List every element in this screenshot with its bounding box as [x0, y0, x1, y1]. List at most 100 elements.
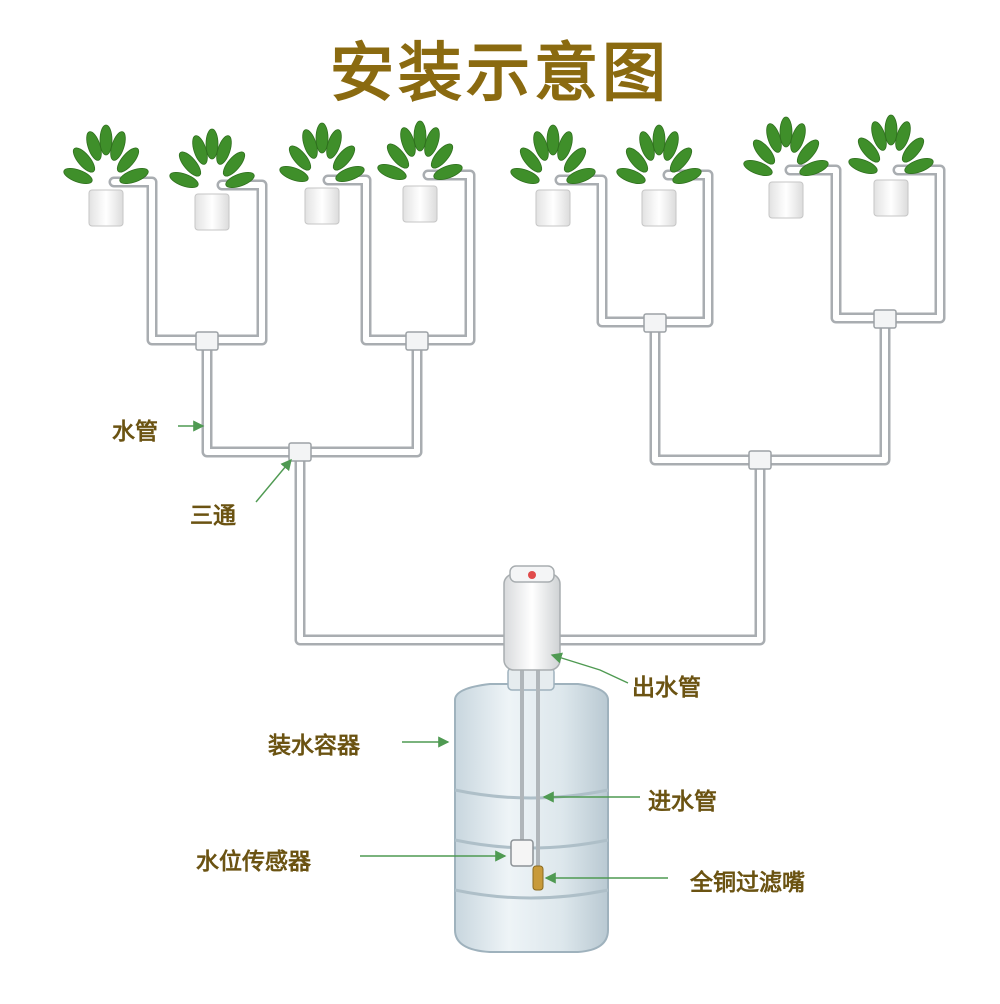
leaf-icon — [563, 147, 587, 173]
potted-plant — [510, 124, 596, 227]
flower-pot — [873, 179, 909, 217]
pump-and-water-bottle — [454, 565, 609, 953]
leaf-icon — [430, 143, 454, 169]
leaf-icon — [332, 145, 356, 171]
leaf-icon — [222, 151, 246, 177]
leaf-icon — [86, 131, 102, 161]
leaf-icon — [116, 147, 140, 173]
label-container: 装水容器 — [268, 732, 360, 759]
flower-pot — [402, 185, 438, 223]
tee-connector — [405, 331, 429, 351]
leaf-icon — [663, 131, 679, 161]
tee-connector — [748, 450, 772, 470]
leader-outlet-pipe — [550, 652, 629, 684]
leaf-icon — [672, 167, 702, 185]
label-copper-filter: 全铜过滤嘴 — [690, 869, 805, 896]
leaf-icon — [546, 124, 560, 156]
leaf-icon — [386, 143, 410, 169]
leaf-icon — [413, 120, 427, 152]
leaf-icon — [904, 157, 934, 175]
leaf-icon — [119, 167, 149, 185]
leaf-icon — [779, 116, 793, 148]
potted-plant — [169, 128, 255, 231]
leaf-icon — [216, 135, 232, 165]
copper-filter-tip — [532, 865, 544, 891]
leaf-icon — [326, 129, 342, 159]
leaf-icon — [625, 147, 649, 173]
leaf-icon — [519, 147, 543, 173]
flower-pot — [768, 181, 804, 219]
tee-connector — [195, 331, 219, 351]
leaf-icon — [639, 131, 655, 161]
leaf-icon — [510, 167, 540, 185]
leaf-icon — [63, 167, 93, 185]
leaf-icon — [901, 137, 925, 163]
label-inlet-pipe: 进水管 — [648, 788, 717, 815]
power-button-icon — [528, 571, 536, 579]
label-tee: 三通 — [190, 502, 236, 529]
leaf-icon — [315, 122, 329, 154]
leaf-icon — [192, 135, 208, 165]
leaf-icon — [669, 147, 693, 173]
tee-connector — [873, 309, 897, 329]
flower-pot — [88, 189, 124, 227]
potted-plant — [63, 124, 149, 227]
leaf-icon — [400, 127, 416, 157]
leaf-icon — [279, 165, 309, 183]
potted-plant — [616, 124, 702, 227]
water-bottle — [454, 683, 609, 953]
leaf-icon — [799, 159, 829, 177]
tee-connector — [288, 442, 312, 462]
flower-pot — [535, 189, 571, 227]
label-outlet-pipe: 出水管 — [632, 674, 701, 701]
leaf-icon — [533, 131, 549, 161]
leaf-icon — [288, 145, 312, 171]
label-leader-lines — [178, 420, 668, 884]
leader-tee — [255, 458, 292, 503]
tee-connectors — [195, 309, 897, 470]
leaf-icon — [871, 121, 887, 151]
potted-plant — [279, 122, 365, 225]
leaf-icon — [302, 129, 318, 159]
leaf-icon — [895, 121, 911, 151]
bottle-neck — [507, 667, 555, 691]
label-level-sensor: 水位传感器 — [196, 848, 311, 875]
tee-connector — [643, 313, 667, 333]
leaf-icon — [884, 114, 898, 146]
flower-pot — [304, 187, 340, 225]
leaf-icon — [335, 165, 365, 183]
potted-plant — [743, 116, 829, 219]
bottle-rib — [454, 788, 609, 800]
leaf-icon — [110, 131, 126, 161]
flower-pot — [641, 189, 677, 227]
leaf-icon — [790, 123, 806, 153]
label-water-pipe: 水管 — [112, 418, 158, 445]
leaf-icon — [566, 167, 596, 185]
leaf-icon — [796, 139, 820, 165]
leaf-icon — [169, 171, 199, 189]
leaf-icon — [848, 157, 878, 175]
leaf-icon — [377, 163, 407, 181]
potted-plant — [848, 114, 934, 217]
leaf-icon — [743, 159, 773, 177]
leaf-icon — [433, 163, 463, 181]
leaf-icon — [225, 171, 255, 189]
leaf-icon — [99, 124, 113, 156]
leaf-icon — [424, 127, 440, 157]
page-title: 安装示意图 — [330, 36, 670, 111]
leaf-icon — [652, 124, 666, 156]
leaf-icon — [857, 137, 881, 163]
pump-body — [503, 573, 561, 671]
level-sensor-box — [510, 839, 534, 867]
leaf-icon — [557, 131, 573, 161]
leaf-icon — [616, 167, 646, 185]
potted-plants — [63, 114, 934, 231]
leaf-icon — [178, 151, 202, 177]
leaf-icon — [766, 123, 782, 153]
potted-plant — [377, 120, 463, 223]
bottle-rib — [454, 888, 609, 900]
leaf-icon — [752, 139, 776, 165]
flower-pot — [194, 193, 230, 231]
